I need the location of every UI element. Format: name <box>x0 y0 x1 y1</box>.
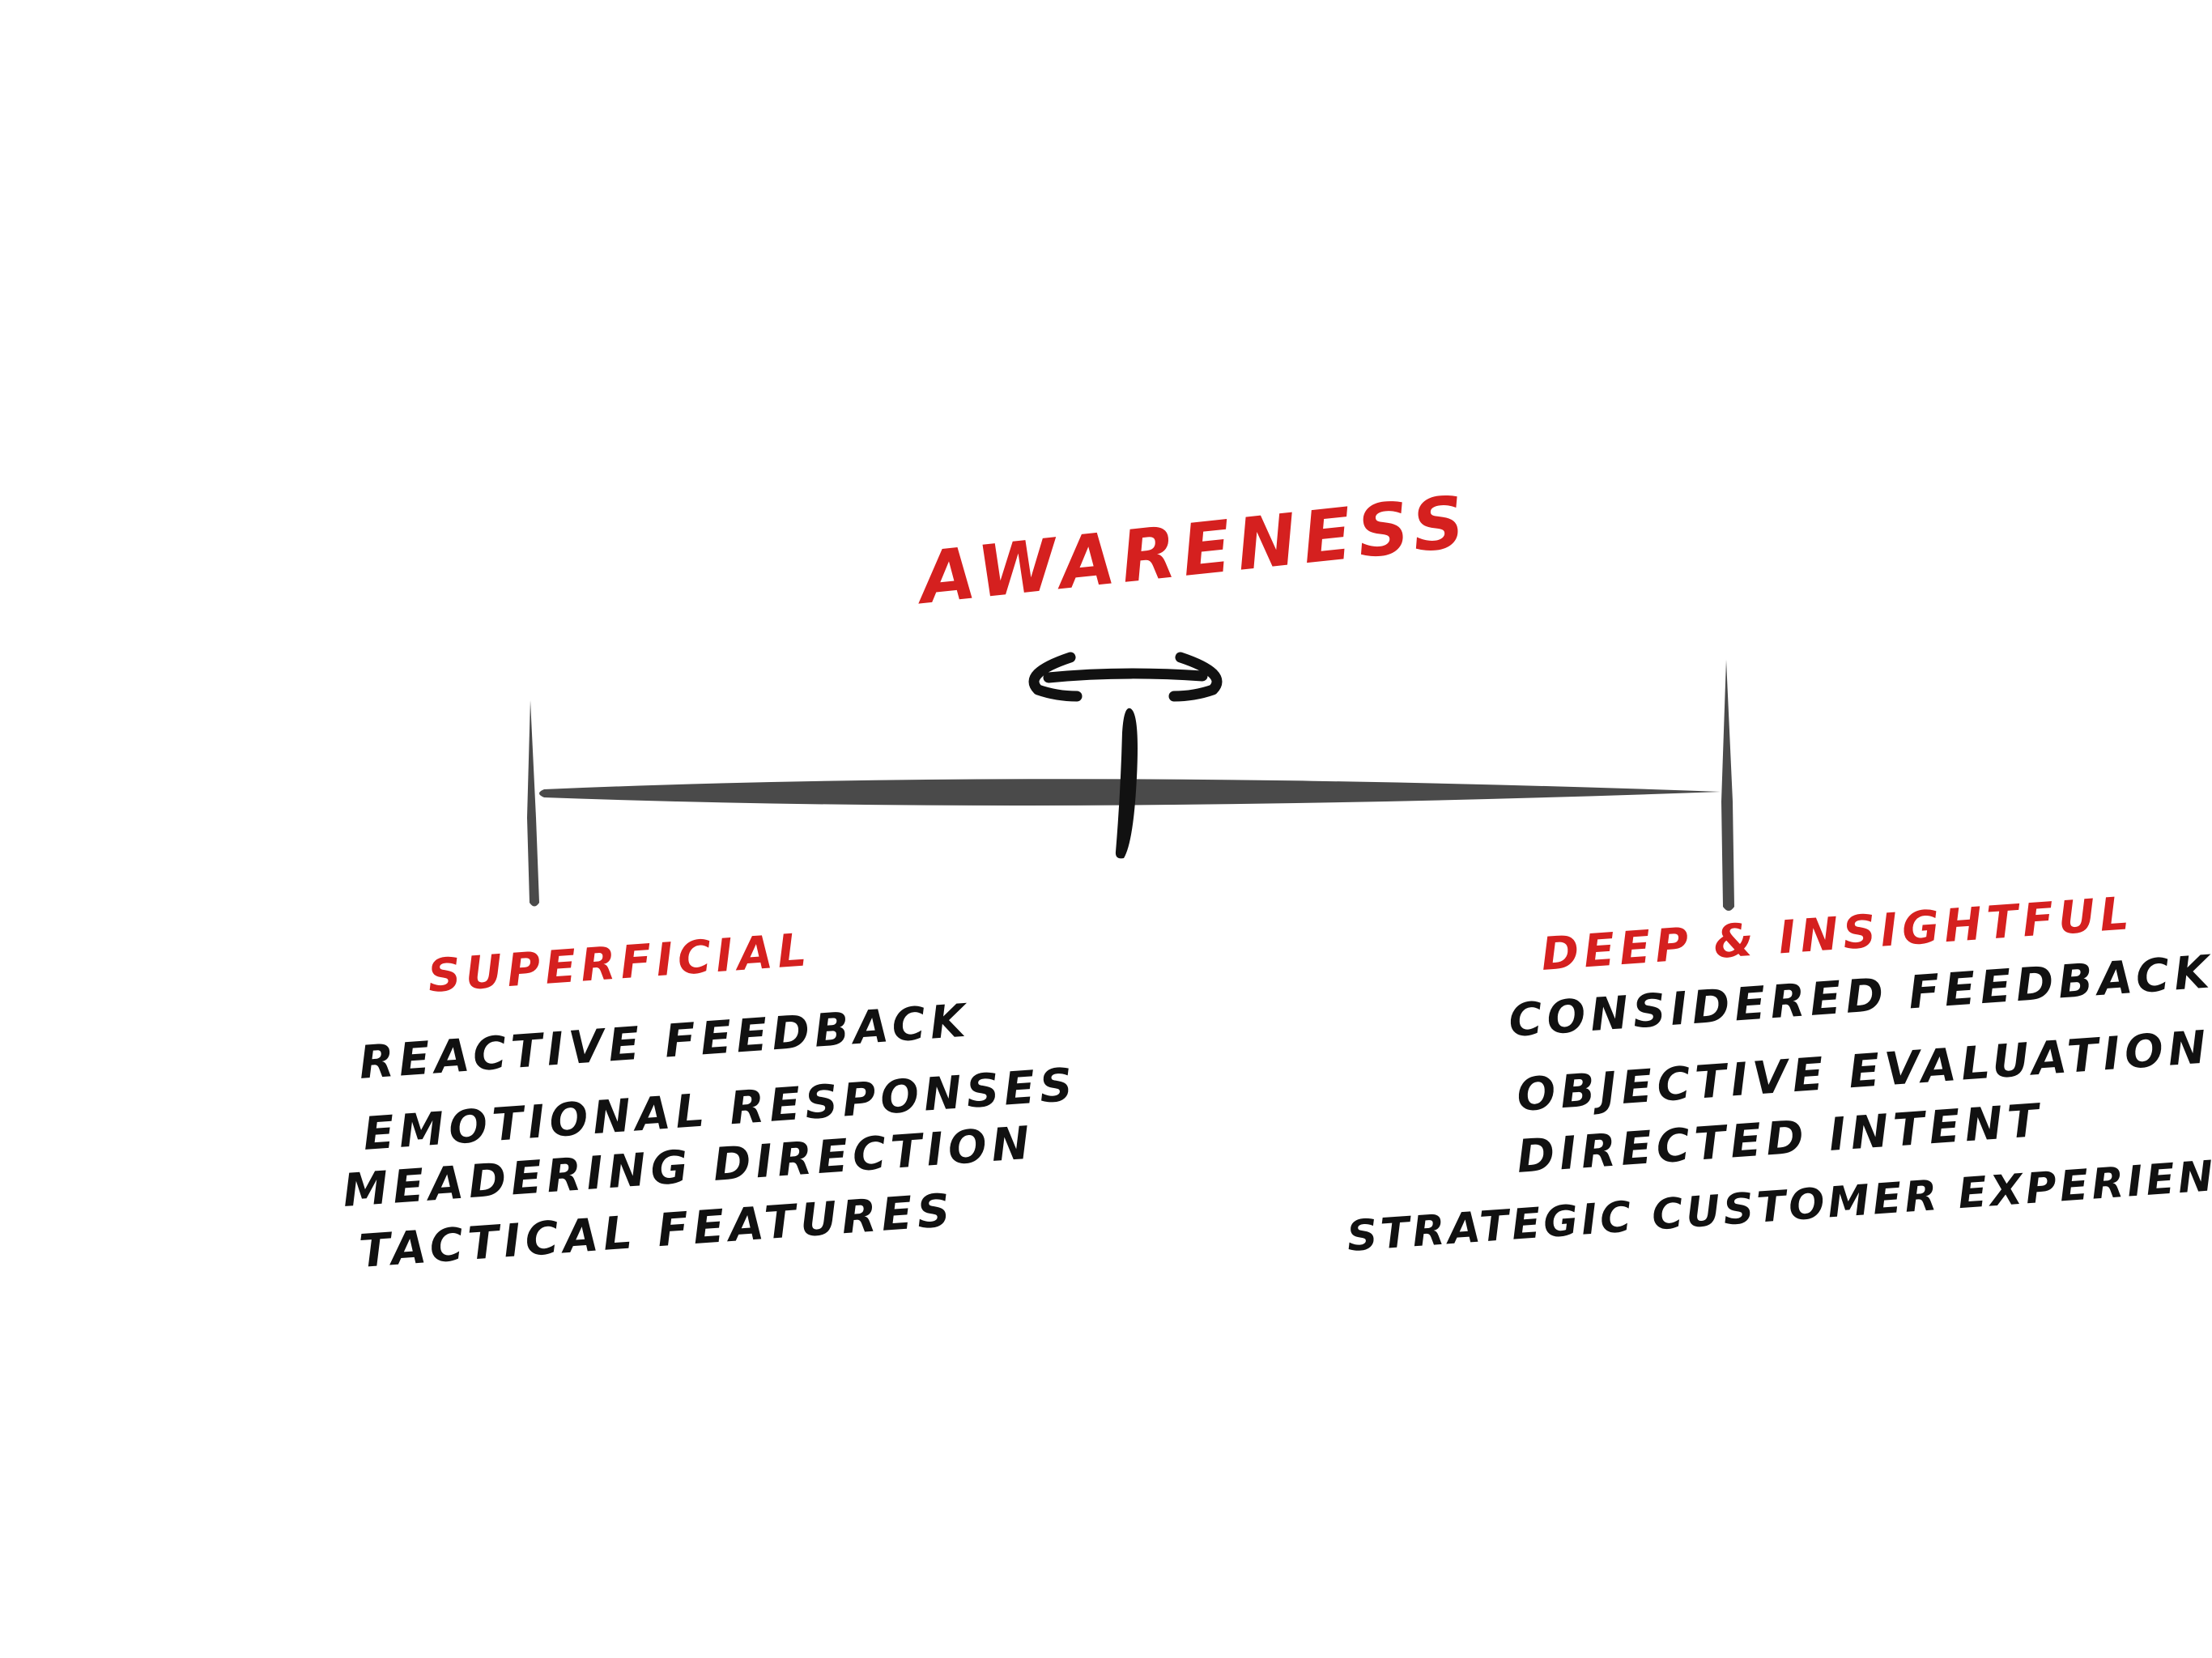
double-arrow-icon <box>1028 652 1223 702</box>
scale-right-end-tick <box>1721 660 1734 911</box>
scale-left-end-tick <box>527 700 539 907</box>
diagram-title: AWARENESS <box>911 479 1474 620</box>
slider-marker[interactable] <box>1115 708 1138 859</box>
left-heading: SUPERFICIAL <box>426 924 813 1003</box>
